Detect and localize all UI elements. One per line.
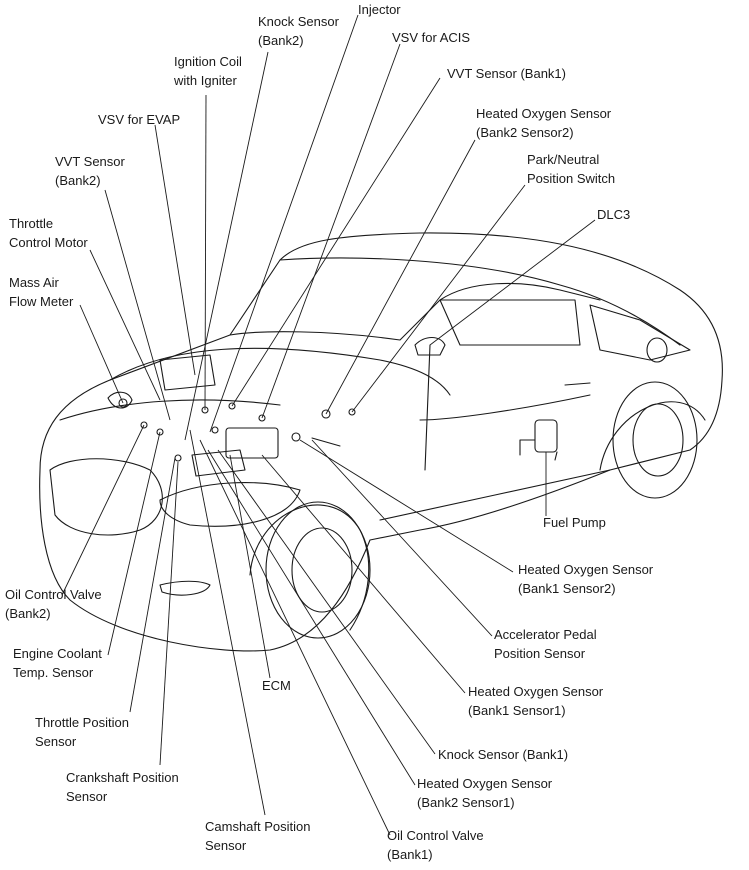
door-handle bbox=[564, 382, 591, 386]
fog-light bbox=[159, 580, 211, 596]
label-engine-coolant-temp-sensor: Engine Coolant Temp. Sensor bbox=[13, 646, 102, 680]
leader-injector bbox=[209, 14, 359, 433]
leader-tps bbox=[129, 457, 176, 713]
label-vvt-sensor-bank2: VVT Sensor (Bank2) bbox=[55, 154, 125, 188]
leader-ocv-bank2 bbox=[61, 424, 145, 596]
label-crankshaft-position-sensor: Crankshaft Position Sensor bbox=[66, 770, 179, 804]
side-window bbox=[439, 299, 581, 346]
label-oil-control-valve-bank1: Oil Control Valve (Bank1) bbox=[387, 828, 484, 862]
label-throttle-control-motor: Throttle Control Motor bbox=[9, 216, 88, 250]
fuel-pump-bracket bbox=[519, 439, 558, 461]
label-ignition-coil: Ignition Coil with Igniter bbox=[174, 54, 242, 88]
leader-park-neutral bbox=[351, 184, 526, 413]
label-park-neutral-switch: Park/Neutral Position Switch bbox=[527, 152, 616, 186]
throttle-body bbox=[107, 391, 133, 409]
front-hub bbox=[291, 527, 353, 613]
leader-ho2-b1s2 bbox=[299, 439, 514, 573]
label-camshaft-position-sensor: Camshaft Position Sensor bbox=[205, 819, 311, 853]
airbox bbox=[191, 449, 246, 477]
pedal-sensor bbox=[311, 437, 341, 447]
sensor-marker bbox=[140, 421, 148, 429]
label-ecm: ECM bbox=[262, 678, 291, 693]
label-knock-sensor-bank2: Knock Sensor (Bank2) bbox=[258, 14, 339, 48]
roof-line bbox=[279, 257, 681, 346]
rear-wheel bbox=[612, 381, 698, 499]
label-ho2-bank2-sensor1: Heated Oxygen Sensor (Bank2 Sensor1) bbox=[417, 776, 553, 810]
car-body-outline bbox=[39, 232, 723, 652]
leader-vsv-evap bbox=[154, 124, 196, 376]
leader-vsv-acis bbox=[261, 43, 401, 419]
label-mass-air-flow-meter: Mass Air Flow Meter bbox=[9, 275, 74, 309]
leader-ckp bbox=[159, 461, 179, 766]
sensor-marker bbox=[348, 408, 356, 416]
label-dlc3: DLC3 bbox=[597, 207, 631, 222]
label-ho2-bank1-sensor1: Heated Oxygen Sensor (Bank1 Sensor1) bbox=[468, 684, 604, 718]
front-wheel bbox=[265, 501, 371, 639]
leader-ho2-b1s1 bbox=[261, 454, 466, 694]
leader-cmp bbox=[189, 429, 266, 816]
sensor-marker bbox=[118, 398, 128, 408]
windshield bbox=[229, 282, 601, 341]
label-fuel-pump: Fuel Pump bbox=[543, 515, 606, 530]
leader-ignition-coil bbox=[204, 94, 207, 411]
sensor-marker bbox=[258, 414, 266, 422]
sensor-marker bbox=[228, 402, 236, 410]
label-accelerator-pedal-sensor: Accelerator Pedal Position Sensor bbox=[494, 627, 597, 661]
door-front-edge bbox=[424, 344, 431, 471]
label-vsv-for-acis: VSV for ACIS bbox=[392, 30, 471, 45]
label-ho2-bank1-sensor2: Heated Oxygen Sensor (Bank1 Sensor2) bbox=[518, 562, 654, 596]
engine-cover bbox=[159, 354, 216, 391]
rocker-line bbox=[379, 469, 611, 521]
leader-accel-pedal bbox=[311, 439, 493, 637]
label-injector: Injector bbox=[358, 2, 401, 17]
sensor-marker bbox=[291, 432, 301, 442]
fuel-lid bbox=[646, 337, 668, 363]
label-oil-control-valve-bank2: Oil Control Valve (Bank2) bbox=[5, 587, 102, 621]
leader-maf bbox=[79, 304, 124, 404]
sensor-marker bbox=[211, 426, 219, 434]
ecm-box bbox=[225, 427, 279, 459]
leader-knock-bank2 bbox=[184, 51, 269, 441]
sensor-marker bbox=[156, 428, 164, 436]
sensor-marker bbox=[174, 454, 182, 462]
front-wheel-arch bbox=[249, 504, 370, 631]
hood-edge bbox=[59, 399, 281, 421]
fuel-pump-body bbox=[534, 419, 558, 453]
leader-throttle-motor bbox=[89, 249, 161, 401]
grille bbox=[49, 458, 163, 536]
label-vvt-sensor-bank1: VVT Sensor (Bank1) bbox=[447, 66, 566, 81]
rear-hub bbox=[632, 403, 684, 477]
sensor-marker bbox=[321, 409, 331, 419]
leader-ho2-b2s2 bbox=[325, 139, 476, 415]
label-knock-sensor-bank1: Knock Sensor (Bank1) bbox=[438, 747, 569, 762]
leader-ocv-bank1 bbox=[199, 439, 391, 836]
leader-vvt-bank1 bbox=[231, 77, 441, 407]
rear-window bbox=[589, 304, 691, 361]
leader-ecm bbox=[229, 454, 271, 679]
leader-knock-bank1 bbox=[217, 449, 436, 755]
door-line bbox=[419, 394, 591, 421]
leader-dlc3 bbox=[429, 219, 596, 346]
leader-ect bbox=[107, 431, 161, 656]
label-vsv-for-evap: VSV for EVAP bbox=[98, 112, 181, 127]
hood-line bbox=[109, 347, 451, 396]
label-throttle-position-sensor: Throttle Position Sensor bbox=[35, 715, 129, 749]
leader-vvt-bank2 bbox=[104, 189, 171, 421]
leader-ho2-b2s1 bbox=[207, 449, 416, 786]
label-ho2-bank2-sensor2: Heated Oxygen Sensor (Bank2 Sensor2) bbox=[476, 106, 612, 140]
